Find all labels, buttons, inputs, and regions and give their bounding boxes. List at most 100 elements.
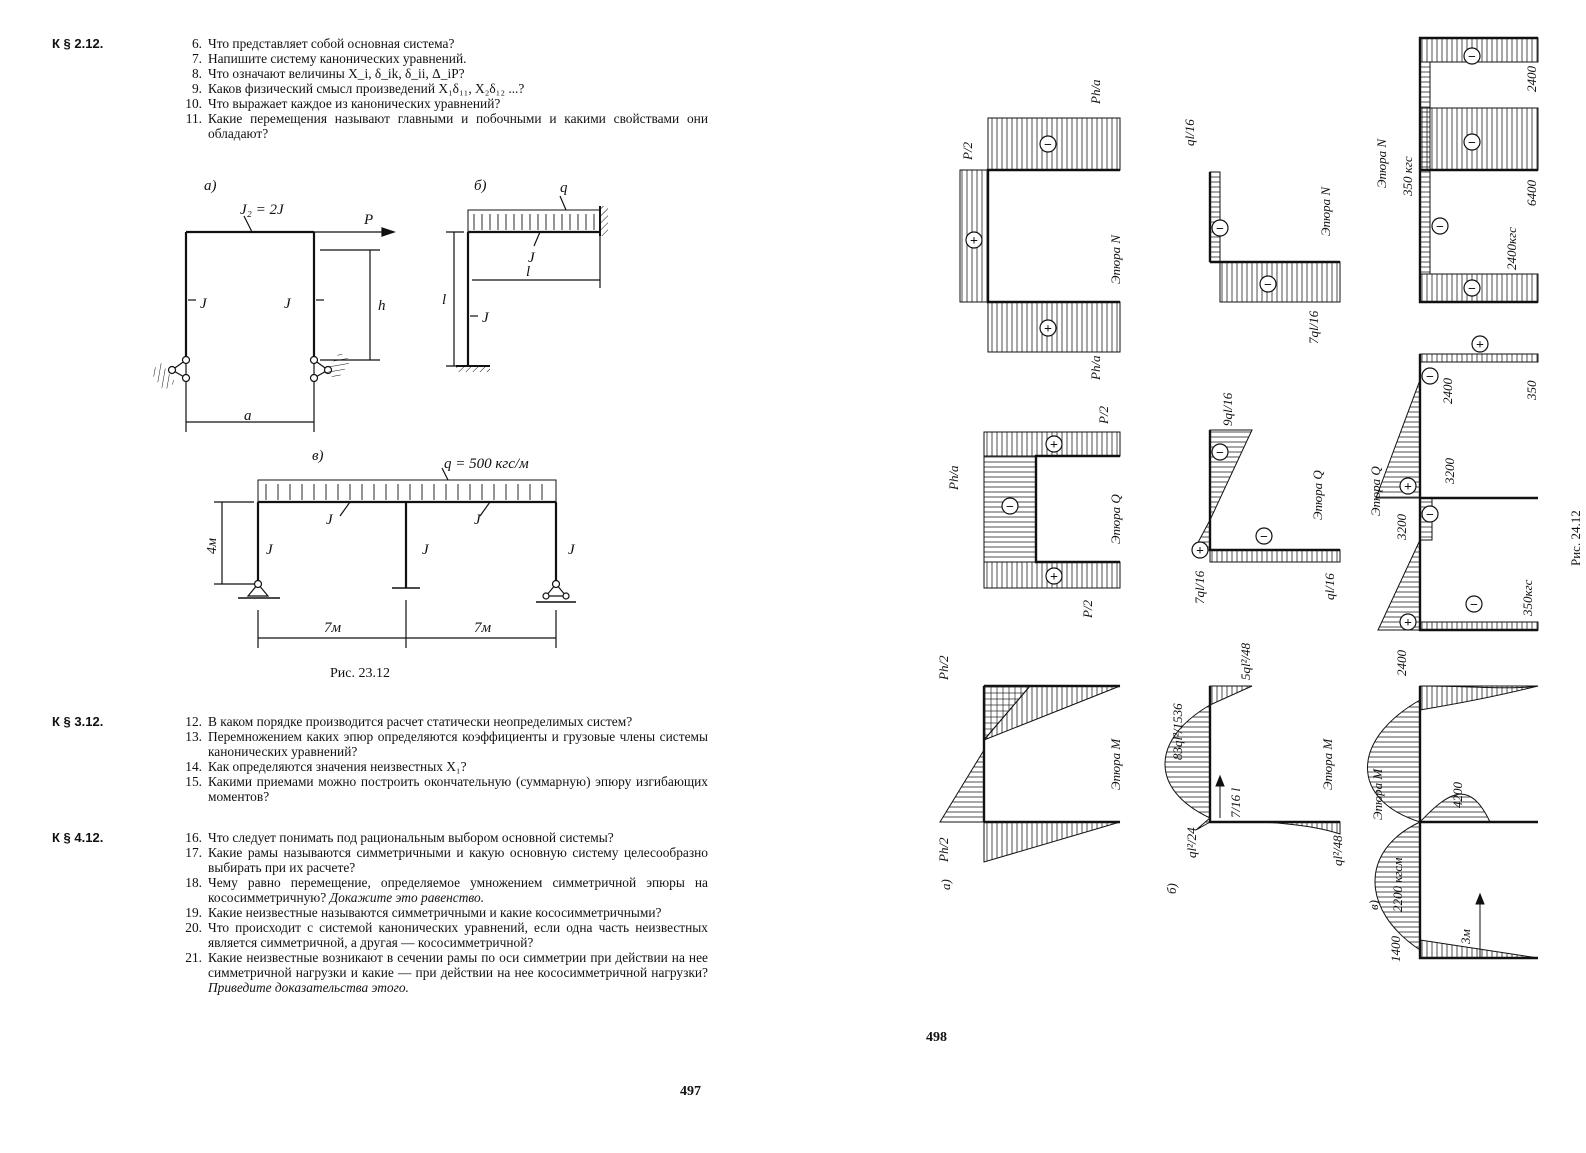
column-label-a: а) xyxy=(938,879,953,890)
value-label: 4200 xyxy=(1450,782,1465,809)
minus-sign: − xyxy=(1264,278,1272,293)
column-label-b: б) xyxy=(1164,883,1179,894)
value-label: 2400кгс xyxy=(1504,227,1519,270)
plus-sign: + xyxy=(1476,338,1484,353)
fig-j-label: J xyxy=(284,296,292,312)
value-label: 2400 xyxy=(1394,650,1409,677)
value-label: Ph/a xyxy=(1088,79,1103,105)
fig-height-label: 4м xyxy=(205,538,220,554)
fig-a-label: a xyxy=(244,408,252,424)
question-16: К § 4.12. 16. Что следует понимать под р… xyxy=(52,830,614,845)
fig-label-v: в) xyxy=(312,448,324,464)
plus-sign: + xyxy=(1196,544,1204,559)
minus-sign: − xyxy=(1260,530,1268,545)
value-label: Ph/2 xyxy=(936,837,951,863)
fig-j2-label: J₂ = 2J xyxy=(240,202,285,218)
fig-j-label: J xyxy=(528,250,536,266)
value-label: P/2 xyxy=(960,141,975,161)
left-page: К § 2.12. 6. Что представляет собой осно… xyxy=(0,0,790,1148)
page-number: 497 xyxy=(680,1084,701,1099)
page-number: 498 xyxy=(926,1030,947,1045)
diagram-title: Эпюра M xyxy=(1320,738,1335,790)
fig-span-label: 7м xyxy=(474,620,492,636)
fig-j-label: J xyxy=(474,512,482,528)
section-label: К § 4.12. xyxy=(52,830,104,845)
fig-j-label: J xyxy=(200,296,208,312)
value-label: P/2 xyxy=(1096,405,1111,425)
value-label: 6400 xyxy=(1524,180,1539,207)
plus-sign: + xyxy=(1404,616,1412,631)
fig-span-label: 7м xyxy=(324,620,342,636)
questions-block-3: К § 4.12. 16. Что следует понимать под р… xyxy=(48,830,708,995)
question-10: 10. Что выражает каждое из канонических … xyxy=(185,96,501,111)
minus-sign: − xyxy=(1006,500,1014,515)
plus-sign: + xyxy=(1050,570,1058,585)
minus-sign: − xyxy=(1436,220,1444,235)
minus-sign: − xyxy=(1468,136,1476,151)
value-label: 350 xyxy=(1524,380,1539,401)
value-label: 5ql²/48 xyxy=(1238,642,1253,680)
fig-q-label: q xyxy=(560,180,568,196)
value-label: 3200 xyxy=(1394,514,1409,542)
value-label: 350кгс xyxy=(1520,579,1535,617)
question-8: 8. Что означают величины X_i, δ_ik, δ_ii… xyxy=(191,66,465,81)
minus-sign: − xyxy=(1470,598,1478,613)
diagram-title: Эпюра M xyxy=(1108,738,1123,790)
fig-p-label: P xyxy=(363,212,373,228)
value-label: 83ql²/1536 xyxy=(1170,703,1185,760)
value-label: Ph/2 xyxy=(936,655,951,681)
fig-j-label: J xyxy=(326,512,334,528)
value-label: 2400 xyxy=(1524,66,1539,93)
value-label: 2200 кгсм xyxy=(1390,858,1405,912)
diagram-title: Эпюра M xyxy=(1370,768,1385,820)
question-15: 15. Какими приемами можно построить окон… xyxy=(185,774,708,804)
question-12: К § 3.12. 12. В каком порядке производит… xyxy=(52,714,633,729)
value-label: 7ql/16 xyxy=(1192,570,1207,604)
question-21: 21. Какие неизвестные возникают в сечени… xyxy=(185,950,708,995)
minus-sign: − xyxy=(1044,138,1052,153)
fig-j-label: J xyxy=(266,542,274,558)
fig-label-a: a) xyxy=(204,178,217,194)
question-9: 9. Каков физический смысл произведений X… xyxy=(191,81,525,96)
value-label: 2400 xyxy=(1440,378,1455,405)
column-label-v: в) xyxy=(1366,900,1381,910)
value-label: 3м xyxy=(1458,929,1473,945)
fig-q-load-label: q = 500 кгс/м xyxy=(444,456,529,472)
fig-j-label: J xyxy=(568,542,576,558)
fig-h-label: h xyxy=(378,298,386,314)
fig-label-b: б) xyxy=(474,178,487,194)
value-label: ql/16 xyxy=(1182,119,1197,146)
question-14: 14. Как определяются значения неизвестны… xyxy=(185,759,467,774)
fig-l-label: l xyxy=(442,292,446,308)
fig-j-label: J xyxy=(422,542,430,558)
figure-caption: Рис. 24.12 xyxy=(1568,510,1583,566)
diagram-title: Эпюра Q xyxy=(1368,466,1383,516)
plus-sign: + xyxy=(1050,438,1058,453)
section-label: К § 3.12. xyxy=(52,714,104,729)
fig-l-label: l xyxy=(526,264,530,280)
question-20: 20. Что происходит с системой каноническ… xyxy=(185,920,708,950)
questions-block-2: К § 3.12. 12. В каком порядке производит… xyxy=(48,714,708,804)
plus-sign: + xyxy=(970,234,978,249)
value-label: 7/16 l xyxy=(1228,788,1243,818)
diagram-title: Эпюра Q xyxy=(1108,494,1123,544)
minus-sign: − xyxy=(1426,508,1434,523)
value-label: ql/16 xyxy=(1322,573,1337,600)
value-label: 7ql/16 xyxy=(1306,310,1321,344)
value-label: ql²/24 xyxy=(1184,827,1199,858)
value-label: Ph/a xyxy=(946,465,961,491)
diagram-title: Эпюра N xyxy=(1108,234,1123,284)
value-label: 350 кгс xyxy=(1400,156,1415,197)
minus-sign: − xyxy=(1468,282,1476,297)
value-label: ql²/48 xyxy=(1330,835,1345,866)
value-label: 3200 xyxy=(1442,458,1457,486)
minus-sign: − xyxy=(1426,370,1434,385)
value-label: Ph/a xyxy=(1088,355,1103,381)
fig-j-label: J xyxy=(482,310,490,326)
question-19: 19. Какие неизвестные называются симметр… xyxy=(185,905,662,920)
figure-23-12: a) б) в) J₂ = 2J P J J h a q J l l J q =… xyxy=(149,178,608,648)
plus-sign: + xyxy=(1044,322,1052,337)
diagram-title: Эпюра Q xyxy=(1310,470,1325,520)
question-7: 7. Напишите систему канонических уравнен… xyxy=(191,51,467,66)
value-label: 9ql/16 xyxy=(1220,392,1235,426)
